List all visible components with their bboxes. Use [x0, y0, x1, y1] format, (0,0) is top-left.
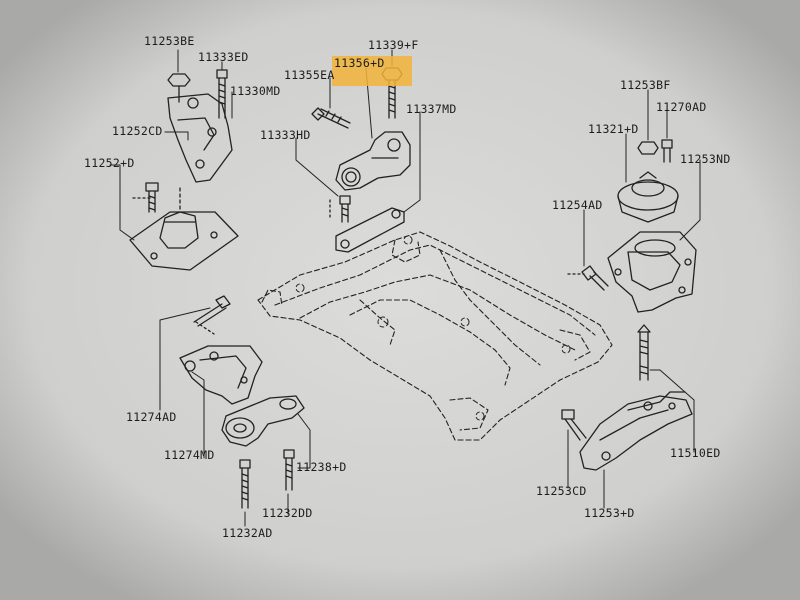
left-insulator-icon — [129, 211, 239, 271]
lower-left-bracket-icon — [179, 345, 263, 405]
crossmember-holes — [295, 235, 571, 421]
bolt-icon — [339, 195, 351, 223]
nut-icon — [637, 141, 659, 155]
label-11253BE: 11253BE — [144, 34, 195, 48]
bolt-icon — [311, 107, 351, 129]
bolt-icon — [239, 459, 251, 509]
left-mount-bracket-icon — [167, 93, 233, 183]
label-11253CD: 11253CD — [536, 484, 587, 498]
label-11321-D: 11321+D — [588, 122, 639, 136]
bolt-icon — [561, 409, 587, 441]
stud-icon — [637, 324, 651, 381]
rod-link-icon — [335, 207, 405, 253]
label-11274MD: 11274MD — [164, 448, 215, 462]
label-11270AD: 11270AD — [656, 100, 707, 114]
right-insulator-icon — [617, 171, 679, 223]
label-11238-D: 11238+D — [296, 460, 347, 474]
bolt-icon — [145, 182, 159, 213]
label-11252-D: 11252+D — [84, 156, 135, 170]
label-11339-F: 11339+F — [368, 38, 419, 52]
label-11333HD: 11333HD — [260, 128, 311, 142]
bolt-icon — [581, 265, 609, 291]
label-11356-D: 11356+D — [334, 56, 385, 70]
label-11232DD: 11232DD — [262, 506, 313, 520]
leader-lines — [109, 49, 701, 527]
label-11252CD: 11252CD — [112, 124, 163, 138]
label-11274AD: 11274AD — [126, 410, 177, 424]
nut-icon — [167, 73, 191, 103]
label-11510ED: 11510ED — [670, 446, 721, 460]
label-11253BF: 11253BF — [620, 78, 671, 92]
torque-rod-icon — [335, 131, 411, 191]
bolt-icon — [283, 449, 295, 491]
lower-torque-rod-icon — [221, 395, 305, 447]
crossmember-icon — [257, 231, 613, 441]
label-11253-D: 11253+D — [584, 506, 635, 520]
label-11330MD: 11330MD — [230, 84, 281, 98]
lower-right-bracket-icon — [579, 391, 693, 471]
right-mount-bracket-icon — [607, 231, 697, 313]
label-11254AD: 11254AD — [552, 198, 603, 212]
bolt-icon — [193, 295, 231, 327]
label-11333ED: 11333ED — [198, 50, 249, 64]
label-11232AD: 11232AD — [222, 526, 273, 540]
label-11355EA: 11355EA — [284, 68, 335, 82]
highlight-marker — [332, 56, 412, 86]
bolt-icon — [661, 139, 673, 163]
label-11337MD: 11337MD — [406, 102, 457, 116]
label-11253ND: 11253ND — [680, 152, 731, 166]
